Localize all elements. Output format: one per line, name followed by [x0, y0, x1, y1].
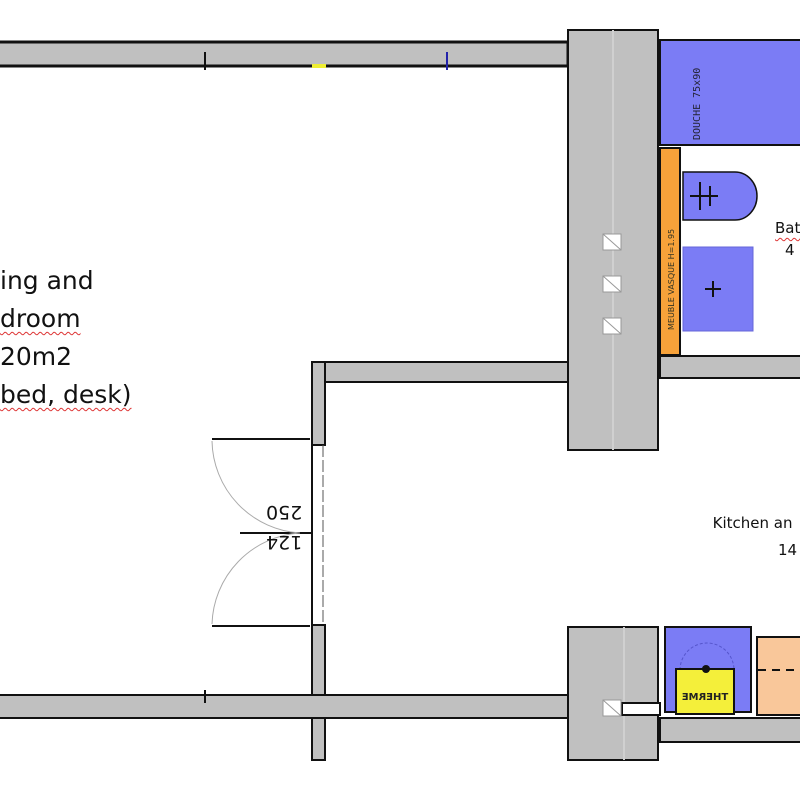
kitchen-label-line: 14: [778, 541, 798, 559]
sink: [682, 246, 754, 332]
inner-wall-vertical-top: [311, 361, 326, 446]
living-label-line: ing and: [0, 266, 94, 295]
bathroom-label-line: 4: [785, 241, 795, 259]
bottom-wall-left: [0, 694, 569, 719]
water-heater: [675, 668, 735, 715]
double-door: [211, 438, 312, 627]
bottom-wall-right: [659, 717, 800, 743]
living-label-line: 20m2: [0, 342, 73, 371]
kitchen-counter: [756, 636, 800, 716]
bathroom-label-line: Bat: [775, 219, 800, 237]
bathroom-label: Bat 4: [775, 217, 800, 261]
bathroom-bottom-wall: [659, 355, 800, 379]
inner-wall-horizontal: [311, 361, 569, 383]
kitchen-label: Kitchen an 14: [708, 510, 797, 564]
living-label-line: droom: [0, 304, 81, 333]
outlet-icon: [602, 233, 622, 335]
top-wall: [0, 40, 570, 68]
structural-column-bottom: [567, 626, 659, 761]
inner-wall-vertical-bottom: [311, 624, 326, 761]
door-width-dimension: 124: [266, 531, 302, 553]
shower: [659, 39, 800, 146]
outlet-icon: [602, 699, 622, 717]
kitchen-label-line: Kitchen an: [712, 514, 793, 532]
living-room-label: ing and droom 20m2 bed, desk): [0, 262, 132, 414]
heater-label: THERME: [682, 692, 729, 703]
shower-label: DOUCHE 75x90: [692, 68, 703, 140]
toilet: [682, 171, 758, 221]
door-height-dimension: 250: [266, 501, 302, 523]
vanity-label: MEUBLE VASQUE H=1.95: [667, 229, 676, 330]
living-label-line: bed, desk): [0, 380, 132, 409]
